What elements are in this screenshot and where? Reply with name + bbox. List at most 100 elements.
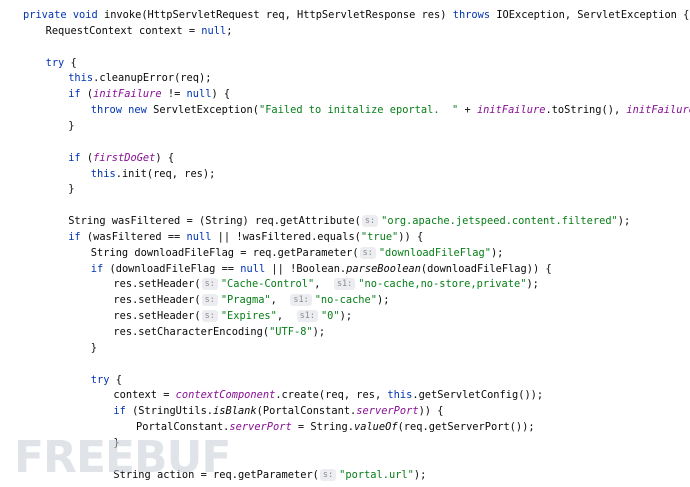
code-token: new	[128, 104, 154, 117]
code-token: (downloadFileFlag ==	[109, 262, 241, 275]
code-token: this	[387, 389, 413, 402]
code-token: "UTF-8"	[269, 326, 313, 338]
code-line: }	[68, 181, 74, 197]
code-line: if (firstDoGet) {	[68, 150, 174, 166]
code-token: .getServletConfig());	[412, 389, 544, 402]
code-token: try	[45, 56, 71, 69]
code-line: if (StringUtils.isBlank(PortalConstant.s…	[113, 403, 443, 419]
code-token: invoke(HttpServletRequest req, HttpServl…	[103, 9, 453, 21]
code-token: serverPort	[356, 405, 419, 418]
code-token: "Failed to initalize eportal. "	[258, 104, 459, 117]
parameter-hint: s:	[201, 278, 218, 291]
code-token: ) {	[155, 151, 175, 164]
code-line: }	[91, 340, 97, 356]
code-token: String downloadFileFlag = req.getParamet…	[90, 246, 359, 259]
code-token: +	[458, 104, 477, 117]
code-token: contextComponent	[175, 389, 276, 402]
code-token: "org.apache.jetspeed.content.filtered"	[381, 215, 618, 228]
code-token: IOException, ServletException {	[496, 9, 690, 21]
code-token: null	[186, 88, 212, 101]
code-token: context =	[113, 389, 176, 402]
code-token: this	[68, 72, 94, 85]
code-line: }	[68, 118, 74, 134]
code-token: String wasFiltered = (String) req.getAtt…	[68, 215, 361, 228]
code-line: String action = req.getParameter(s:"port…	[113, 467, 426, 483]
parameter-hint: s:	[319, 468, 337, 481]
code-token: .create(req, res,	[275, 389, 388, 402]
code-token: ServletException(	[153, 104, 259, 117]
parameter-hint: s1:	[296, 310, 318, 323]
code-token: }	[68, 183, 75, 196]
code-token: )) {	[398, 230, 424, 243]
code-token: if	[90, 262, 110, 275]
code-token: valueOf	[353, 421, 398, 434]
code-line: String downloadFileFlag = req.getParamet…	[90, 245, 503, 261]
code-token: "0"	[320, 310, 340, 323]
code-line: RequestContext context = null;	[46, 23, 233, 39]
code-token: )) {	[418, 405, 444, 418]
code-token: "portal.url"	[339, 468, 414, 481]
code-token: initFailure	[476, 104, 546, 117]
code-line: String wasFiltered = (String) req.getAtt…	[68, 213, 630, 229]
code-token: "Expires"	[220, 310, 277, 323]
code-token: null	[186, 230, 212, 243]
code-token: ) {	[211, 88, 231, 101]
code-line: throw new ServletException("Failed to in…	[91, 102, 690, 118]
code-line: res.setHeader(s:"Expires", s1:"0");	[113, 308, 352, 324]
code-token: .toString(),	[545, 104, 627, 117]
code-token: "Pragma"	[220, 294, 271, 307]
code-token: PortalConstant.	[136, 421, 230, 434]
code-token: throw	[90, 104, 129, 117]
code-token: res.setHeader(	[113, 310, 201, 323]
code-line: PortalConstant.serverPort = String.value…	[136, 419, 535, 435]
code-token: private	[23, 9, 73, 21]
parameter-hint: s:	[361, 215, 379, 228]
code-token: ;	[226, 24, 233, 37]
code-token: );	[413, 468, 427, 481]
code-line: try {	[91, 372, 122, 388]
code-token: firstDoGet	[93, 151, 156, 164]
code-token: );	[312, 326, 326, 338]
code-token: "no-cache,no-store,private"	[358, 278, 527, 291]
code-token: this	[90, 167, 116, 180]
code-token: initFailure	[626, 104, 690, 117]
parameter-hint: s:	[359, 246, 376, 259]
code-line: private void invoke(HttpServletRequest r…	[23, 7, 689, 23]
code-line: context = contextComponent.create(req, r…	[113, 387, 543, 403]
code-line: if (wasFiltered == null || !wasFiltered.…	[68, 229, 423, 245]
code-line: res.setCharacterEncoding("UTF-8");	[113, 324, 325, 340]
code-line: if (downloadFileFlag == null || !Boolean…	[91, 261, 552, 277]
code-token: .cleanupError(req);	[93, 72, 212, 85]
code-token: (StringUtils.	[132, 405, 214, 418]
code-token: {	[115, 373, 122, 386]
code-token: .init(req, res);	[115, 167, 216, 180]
code-token: (req.getServerPort());	[397, 421, 535, 434]
parameter-hint: s:	[201, 310, 218, 323]
code-token: RequestContext context =	[45, 24, 202, 37]
code-line: try {	[46, 55, 77, 71]
code-token: initFailure	[93, 88, 162, 101]
code-token: null	[240, 262, 266, 275]
code-token: (	[86, 88, 94, 101]
code-token: parseBoolean	[346, 262, 421, 275]
code-token: ,	[276, 310, 296, 323]
code-token: res.setHeader(	[113, 294, 201, 307]
code-token: if	[68, 230, 87, 243]
code-token: res.setHeader(	[113, 278, 201, 291]
code-token: String action = req.getParameter(	[113, 468, 319, 481]
code-token: try	[90, 373, 116, 386]
code-token: }	[113, 436, 120, 449]
code-line: this.init(req, res);	[91, 166, 216, 182]
code-token: ,	[270, 294, 290, 307]
code-token: void	[72, 9, 104, 21]
code-token: (	[86, 151, 94, 164]
code-token: }	[90, 341, 98, 354]
code-token: isBlank	[213, 405, 257, 418]
code-token: if	[113, 405, 133, 418]
freebuf-watermark-logo: FREEBUF	[14, 432, 231, 483]
code-token: res.setCharacterEncoding(	[113, 326, 270, 338]
code-token: || !Boolean.	[265, 262, 347, 275]
parameter-hint: s:	[201, 294, 218, 307]
code-token: "downloadFileFlag"	[378, 246, 491, 259]
